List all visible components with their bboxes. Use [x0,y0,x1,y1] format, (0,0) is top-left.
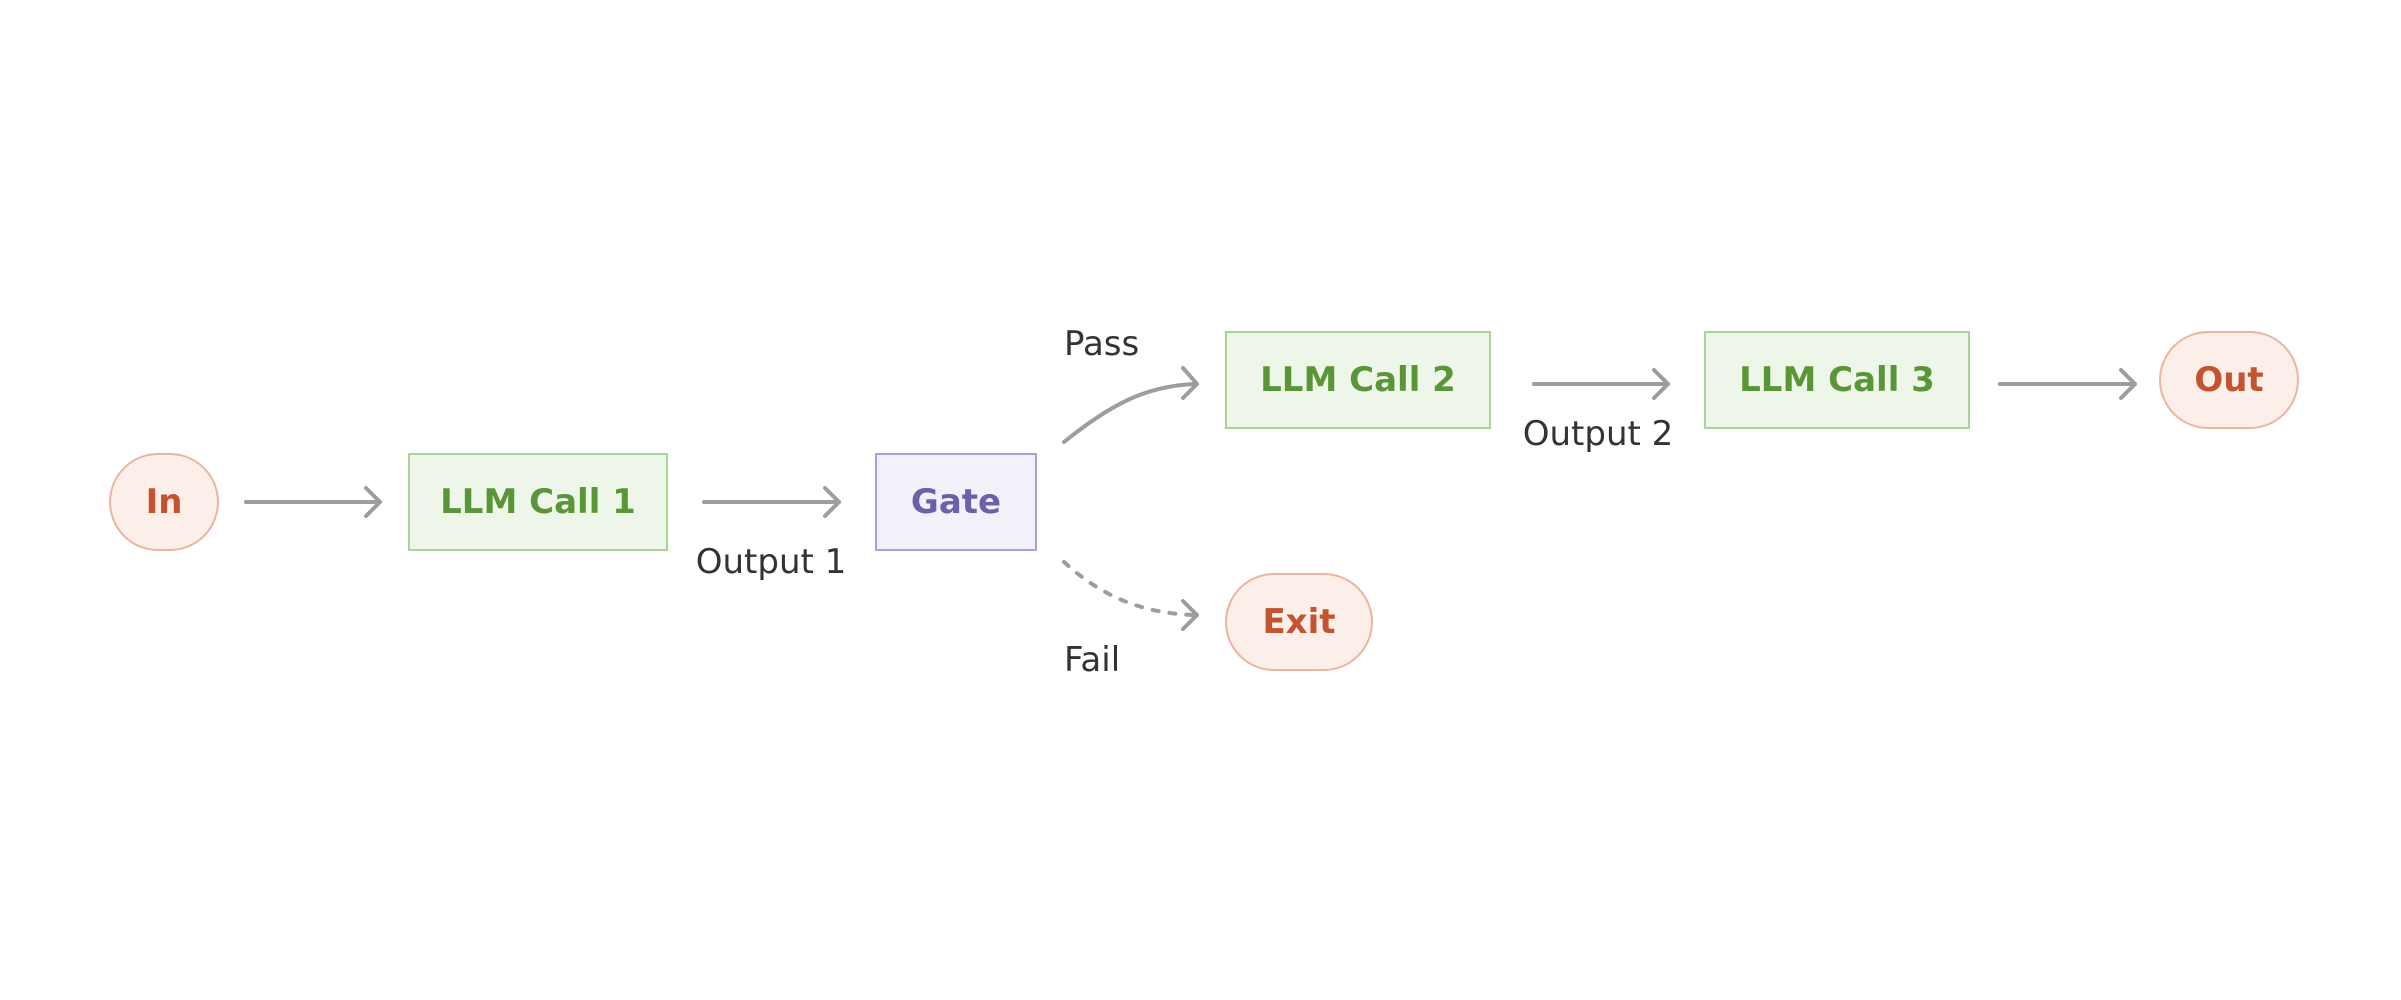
edge-label-output-2: Output 2 [1523,414,1674,454]
node-llm-call-1-label: LLM Call 1 [440,482,636,522]
edge-label-output-1: Output 1 [696,542,847,582]
node-in-label: In [146,482,183,522]
node-out-label: Out [2194,360,2263,400]
node-out: Out [2159,331,2299,429]
edge-label-fail: Fail [1064,640,1120,680]
node-llm-call-1: LLM Call 1 [408,453,668,551]
node-llm-call-2: LLM Call 2 [1225,331,1491,429]
edge-label-pass: Pass [1064,324,1139,364]
node-llm-call-3-label: LLM Call 3 [1739,360,1935,400]
node-gate: Gate [875,453,1037,551]
arrow-llm-call-3-to-out [1998,368,2137,400]
arrow-in-to-llm-call-1 [244,486,382,518]
node-llm-call-2-label: LLM Call 2 [1260,360,1456,400]
node-exit: Exit [1225,573,1373,671]
node-gate-label: Gate [911,482,1001,522]
node-in: In [109,453,219,551]
arrow-gate-fail-to-exit [1062,560,1199,631]
node-exit-label: Exit [1262,602,1335,642]
node-llm-call-3: LLM Call 3 [1704,331,1970,429]
arrow-llm-call-2-to-llm-call-3 [1532,368,1670,400]
arrow-gate-pass-to-llm-call-2 [1062,366,1199,444]
arrow-llm-call-1-to-gate [702,486,841,518]
